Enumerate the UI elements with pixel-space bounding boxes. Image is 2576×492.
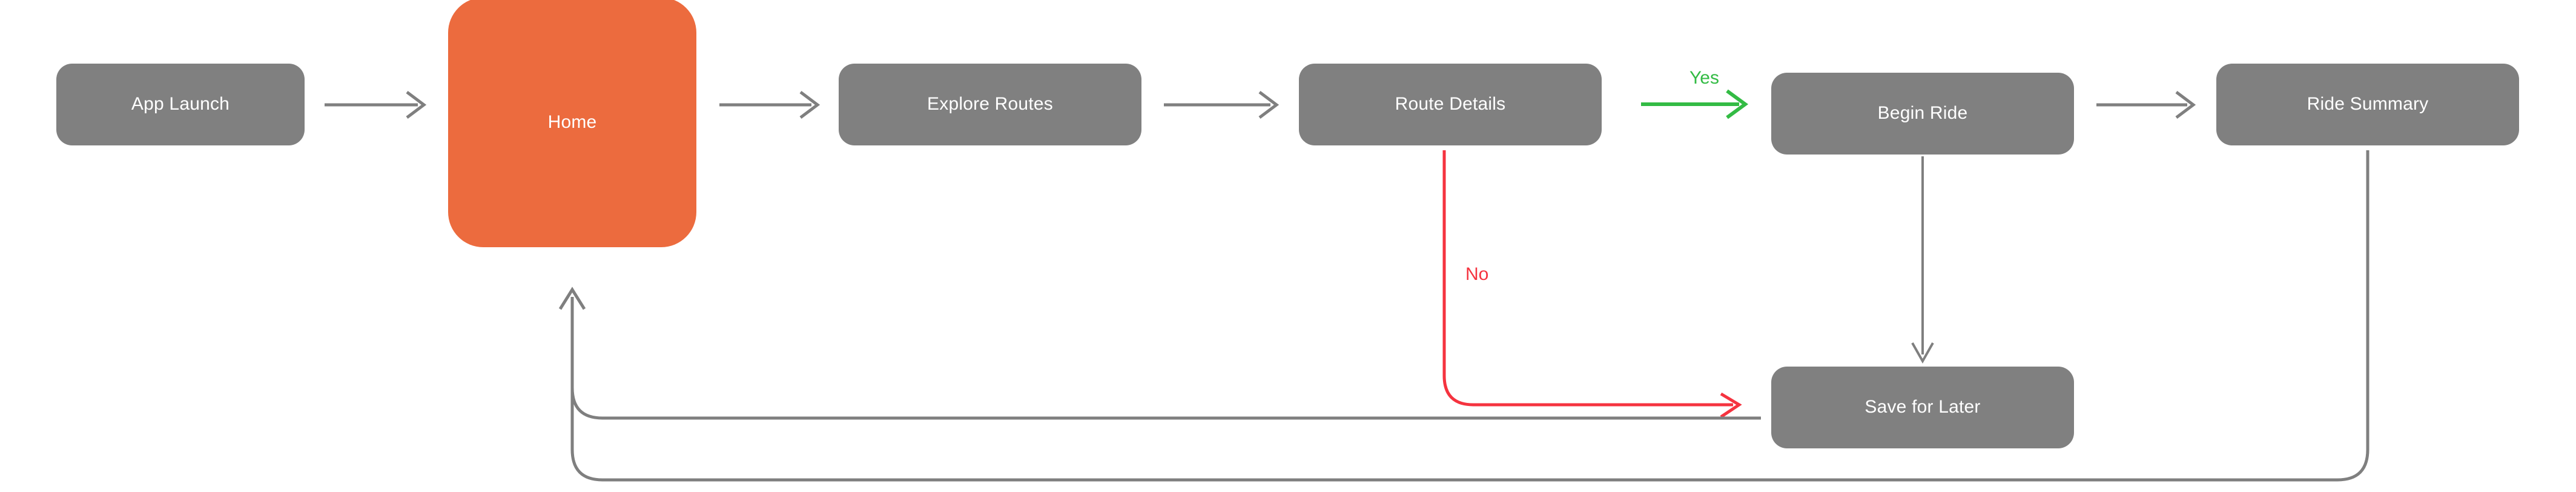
node-label-save-for-later: Save for Later xyxy=(1864,397,1981,417)
edge-app-launch-to-home xyxy=(325,91,427,119)
node-home[interactable]: Home xyxy=(448,0,696,247)
node-label-ride-summary: Ride Summary xyxy=(2307,94,2429,115)
edge-begin-ride-to-save-for-later xyxy=(1911,156,1934,364)
node-save-for-later[interactable]: Save for Later xyxy=(1771,367,2074,448)
node-label-begin-ride: Begin Ride xyxy=(1877,103,1968,124)
node-label-route-details: Route Details xyxy=(1395,94,1506,115)
node-ride-summary[interactable]: Ride Summary xyxy=(2216,64,2519,145)
node-app-launch[interactable]: App Launch xyxy=(56,64,305,145)
node-route-details[interactable]: Route Details xyxy=(1299,64,1602,145)
edge-begin-ride-to-ride-summary xyxy=(2096,91,2196,119)
edge-explore-routes-to-route-details xyxy=(1164,91,1280,119)
edge-label-no: No xyxy=(1465,264,1489,284)
edge-ride-summary-to-home xyxy=(558,150,2370,482)
node-begin-ride[interactable]: Begin Ride xyxy=(1771,73,2074,155)
node-explore-routes[interactable]: Explore Routes xyxy=(839,64,1141,145)
node-label-explore-routes: Explore Routes xyxy=(927,94,1053,115)
node-label-home: Home xyxy=(547,111,597,132)
edge-home-to-explore-routes xyxy=(719,91,821,119)
edge-save-for-later-to-home xyxy=(570,297,1761,420)
edge-route-details-to-save-for-later xyxy=(1442,150,1742,419)
node-label-app-launch: App Launch xyxy=(131,94,230,115)
edge-label-yes: Yes xyxy=(1689,68,1719,88)
edge-route-details-to-begin-ride xyxy=(1641,89,1749,119)
